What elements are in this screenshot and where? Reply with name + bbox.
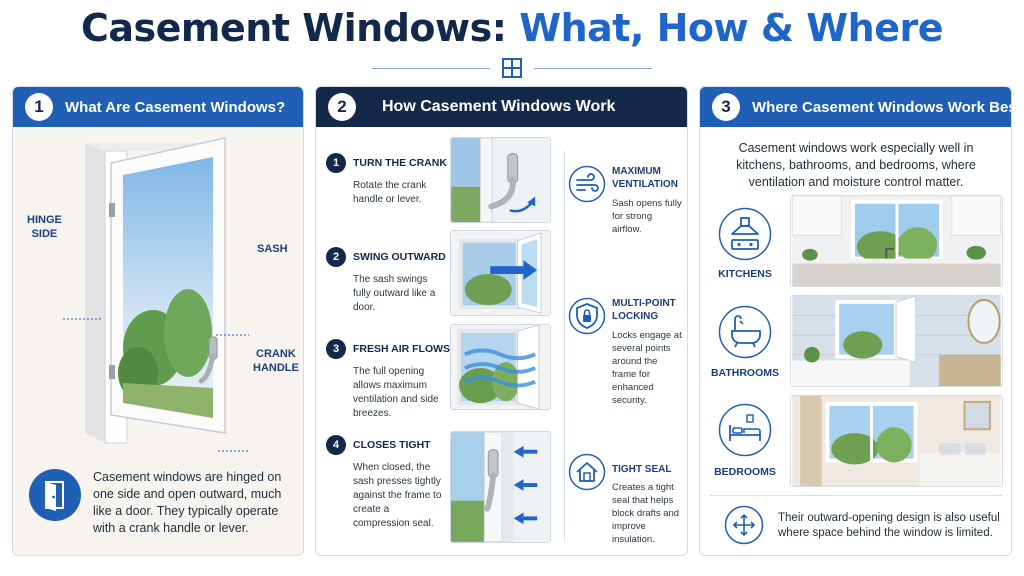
title-part-2: What, How & Where xyxy=(519,6,943,50)
title-part-1: Casement Windows: xyxy=(80,6,507,50)
step-head: 3 FRESH AIR FLOWS xyxy=(326,339,450,359)
window-grid-icon xyxy=(502,58,522,78)
feature-locking: MULTI-POINT LOCKING Locks engage at seve… xyxy=(568,297,684,406)
step-title: SWING OUTWARD xyxy=(353,251,446,263)
feature-title: MAXIMUM VENTILATION xyxy=(612,166,678,190)
label-line: HINGE xyxy=(27,214,62,226)
wind-icon xyxy=(568,165,606,203)
what-description-text: Casement windows are hinged on one side … xyxy=(93,470,282,535)
bathroom-photo xyxy=(790,295,1003,387)
step-swing-outward: 2 SWING OUTWARD The sash swings fully ou… xyxy=(326,247,446,315)
crank-handle-photo xyxy=(450,137,551,223)
panel-number: 2 xyxy=(328,93,356,121)
step-number: 4 xyxy=(326,435,346,455)
step-title: CLOSES TIGHT xyxy=(353,439,431,451)
step-description: The sash swings fully outward like a doo… xyxy=(353,274,436,313)
step-number: 1 xyxy=(326,153,346,173)
crank-handle-label: CRANK HANDLE xyxy=(253,347,299,375)
panel-title: How Casement Windows Work xyxy=(382,98,616,115)
panel-how-header: 2 How Casement Windows Work xyxy=(316,87,687,127)
feature-description: Sash opens fully for strong airflow. xyxy=(612,198,682,235)
sash-swing-photo xyxy=(450,230,551,316)
feature-title: TIGHT SEAL xyxy=(612,464,672,475)
step-head: 4 CLOSES TIGHT xyxy=(326,435,444,455)
where-footer-text: Their outward-opening design is also use… xyxy=(778,512,1000,539)
label-line: CRANK xyxy=(256,348,296,360)
step-description: The full opening allows maximum ventilat… xyxy=(353,366,439,419)
step-title: TURN THE CRANK xyxy=(353,157,447,169)
closed-seal-photo xyxy=(450,431,551,543)
room-label: KITCHENS xyxy=(718,268,772,280)
label-line: SIDE xyxy=(31,228,58,240)
room-label: BATHROOMS xyxy=(710,367,780,379)
column-divider xyxy=(564,151,565,541)
panel-what-header: 1 What Are Casement Windows? xyxy=(13,87,303,127)
step-fresh-air: 3 FRESH AIR FLOWS The full opening allow… xyxy=(326,339,450,421)
bedroom-photo xyxy=(790,395,1003,487)
step-number: 2 xyxy=(326,247,346,267)
section-divider xyxy=(710,495,1002,496)
step-number: 3 xyxy=(326,339,346,359)
expand-arrows-icon xyxy=(724,505,764,545)
feature-description: Locks engage at several points around th… xyxy=(612,330,682,406)
step-closes-tight: 4 CLOSES TIGHT When closed, the sash pre… xyxy=(326,435,444,531)
divider-line-right xyxy=(534,68,652,69)
panel-where: 3 Where Casement Windows Work Best Casem… xyxy=(699,86,1012,556)
step-head: 2 SWING OUTWARD xyxy=(326,247,446,267)
step-description: When closed, the sash presses tightly ag… xyxy=(353,462,442,529)
step-head: 1 TURN THE CRANK xyxy=(326,153,447,173)
step-turn-crank: 1 TURN THE CRANK Rotate the crank handle… xyxy=(326,153,447,207)
label-line: HANDLE xyxy=(253,362,299,374)
sash-label: SASH xyxy=(257,243,288,255)
panel-title: What Are Casement Windows? xyxy=(65,98,286,116)
feature-title: MULTI-POINT LOCKING xyxy=(612,298,676,322)
panel-number: 3 xyxy=(712,93,740,121)
panel-what: 1 What Are Casement Windows? xyxy=(12,86,304,556)
range-hood-icon xyxy=(718,207,772,261)
feature-ventilation: MAXIMUM VENTILATION Sash opens fully for… xyxy=(568,165,684,235)
feature-tight-seal: TIGHT SEAL Creates a tight seal that hel… xyxy=(568,453,684,545)
shield-lock-icon xyxy=(568,297,606,335)
where-intro-text: Casement windows work especially well in… xyxy=(736,141,976,189)
panel-how: 2 How Casement Windows Work 1 TURN THE C… xyxy=(315,86,688,556)
bathtub-icon xyxy=(718,305,772,359)
house-seal-icon xyxy=(568,453,606,491)
panel-number: 1 xyxy=(25,93,53,121)
kitchen-photo xyxy=(790,195,1003,287)
panel-where-header: 3 Where Casement Windows Work Best xyxy=(700,87,1011,127)
step-description: Rotate the crank handle or lever. xyxy=(353,180,427,205)
panel-title: Where Casement Windows Work Best xyxy=(752,98,1012,116)
airflow-photo xyxy=(450,324,551,410)
bed-icon xyxy=(718,403,772,457)
step-title: FRESH AIR FLOWS xyxy=(353,343,451,355)
title-divider xyxy=(372,58,652,78)
page-title: Casement Windows: What, How & Where xyxy=(0,6,1024,50)
feature-description: Creates a tight seal that helps block dr… xyxy=(612,482,680,545)
casement-window-illustration xyxy=(63,137,249,452)
room-label: BEDROOMS xyxy=(714,466,776,478)
divider-line-left xyxy=(372,68,490,69)
door-open-icon xyxy=(29,469,81,521)
hinge-side-label: HINGE SIDE xyxy=(27,213,62,241)
